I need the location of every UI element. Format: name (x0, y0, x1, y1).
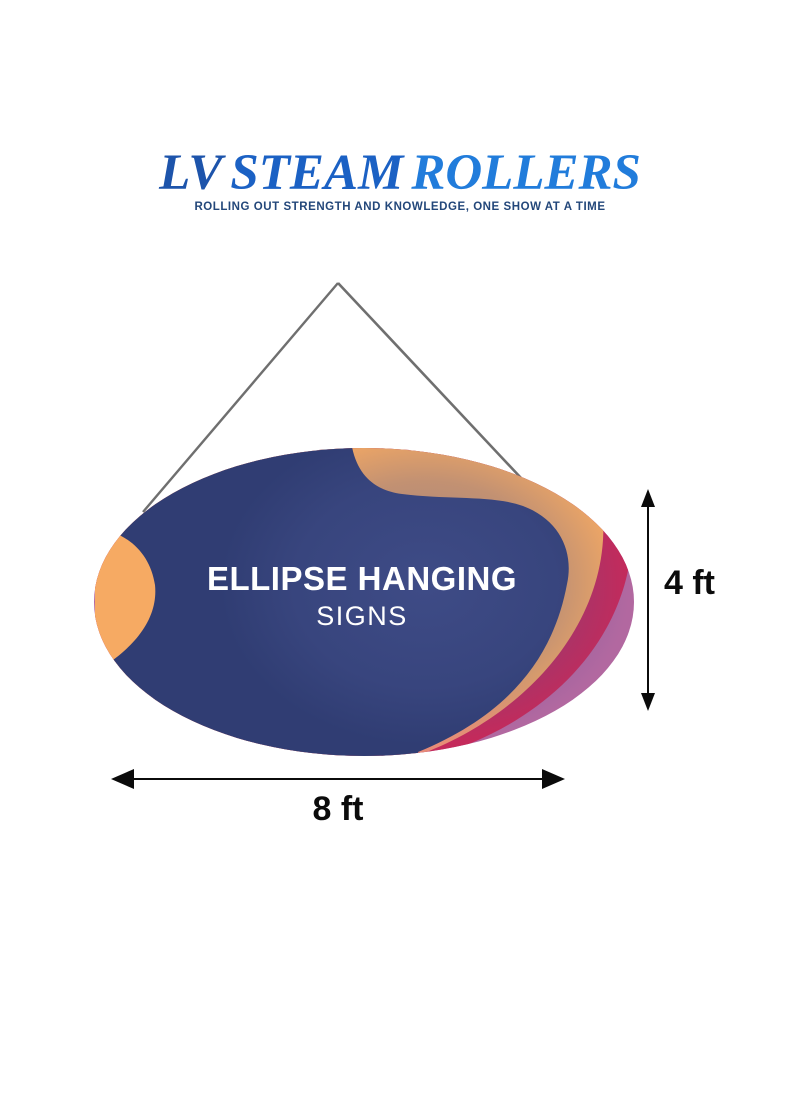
brand-word-steam: STEAM (230, 145, 404, 201)
width-dimension-label: 8 ft (312, 790, 364, 828)
brand-tagline: ROLLING OUT STRENGTH AND KNOWLEDGE, ONE … (194, 201, 606, 213)
ellipse-sign-shape (94, 448, 634, 756)
height-arrow (641, 489, 655, 711)
sign-title: ELLIPSE HANGING (206, 560, 518, 597)
hanging-string-left (142, 282, 339, 513)
height-dimension-label: 4 ft (664, 564, 715, 602)
hanging-string-right (337, 282, 522, 479)
brand-word-lv: LV (159, 145, 223, 201)
width-arrow (111, 769, 565, 789)
brand-word-rollers: ROLLERS (411, 145, 641, 201)
sign-subtitle: SIGNS (316, 601, 408, 631)
sign-navy-highlight (220, 448, 630, 745)
